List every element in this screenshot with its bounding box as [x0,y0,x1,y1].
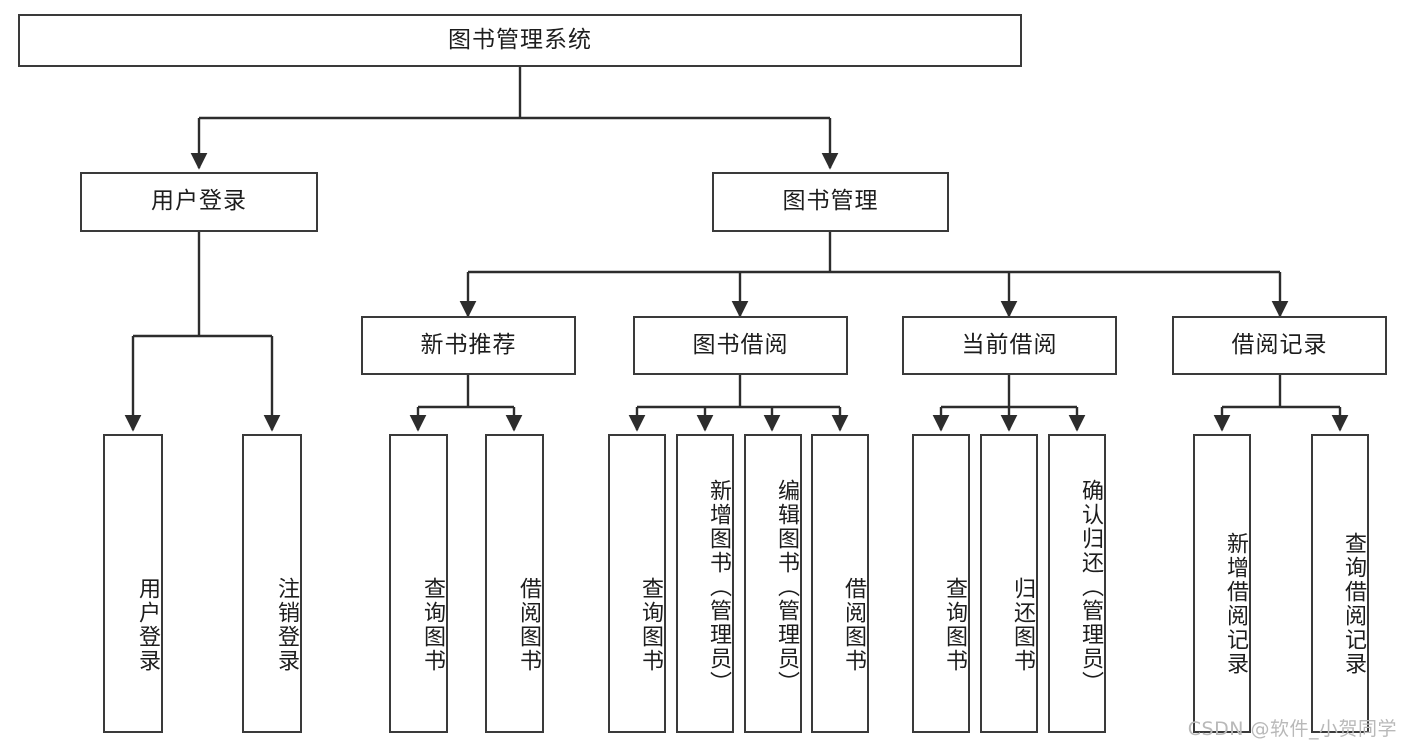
node-root-system-label: 图书管理系统 [448,26,592,53]
leaf-query-book-current[interactable]: 查询图书 [912,434,970,733]
node-current-borrow[interactable]: 当前借阅 [902,316,1117,375]
leaf-query-book-borrow-label: 查询图书 [638,576,663,673]
leaf-edit-book[interactable]: 编辑图书（管理员） [744,434,802,733]
leaf-borrow-book[interactable]: 借阅图书 [811,434,869,733]
node-current-borrow-label: 当前借阅 [961,331,1058,358]
node-book-manage-label: 图书管理 [782,188,879,215]
node-borrow-record[interactable]: 借阅记录 [1172,316,1387,375]
node-borrow-record-label: 借阅记录 [1231,331,1328,358]
node-user-login-label: 用户登录 [151,188,247,215]
leaf-return-book[interactable]: 归还图书 [980,434,1038,733]
leaf-borrow-book-label: 借阅图书 [841,576,866,673]
leaf-user-login-label: 用户登录 [135,576,160,673]
node-root-system[interactable]: 图书管理系统 [18,14,1022,67]
node-new-book-recommend-label: 新书推荐 [420,331,517,358]
leaf-return-book-label: 归还图书 [1010,576,1035,673]
leaf-add-borrow-record[interactable]: 新增借阅记录 [1193,434,1251,733]
leaf-user-login[interactable]: 用户登录 [103,434,163,733]
leaf-query-book-borrow[interactable]: 查询图书 [608,434,666,733]
node-book-borrow[interactable]: 图书借阅 [633,316,848,375]
leaf-query-book-current-label: 查询图书 [942,576,967,673]
leaf-query-book-recommend[interactable]: 查询图书 [389,434,448,733]
leaf-user-logout[interactable]: 注销登录 [242,434,302,733]
leaf-confirm-return-label: 确认归还（管理员） [1078,478,1103,695]
leaf-confirm-return[interactable]: 确认归还（管理员） [1048,434,1106,733]
leaf-query-book-recommend-label: 查询图书 [420,576,445,673]
leaf-borrow-book-recommend[interactable]: 借阅图书 [485,434,544,733]
node-new-book-recommend[interactable]: 新书推荐 [361,316,576,375]
leaf-query-borrow-record[interactable]: 查询借阅记录 [1311,434,1369,733]
leaf-edit-book-label: 编辑图书（管理员） [774,478,799,695]
csdn-watermark: CSDN @软件_小贺同学 [1187,718,1397,740]
leaf-add-book[interactable]: 新增图书（管理员） [676,434,734,733]
node-user-login[interactable]: 用户登录 [80,172,318,232]
leaf-add-book-label: 新增图书（管理员） [706,478,731,695]
node-book-manage[interactable]: 图书管理 [712,172,949,232]
leaf-add-borrow-record-label: 新增借阅记录 [1223,531,1248,676]
node-book-borrow-label: 图书借阅 [692,331,789,358]
leaf-query-borrow-record-label: 查询借阅记录 [1341,531,1366,676]
leaf-user-logout-label: 注销登录 [274,576,299,673]
leaf-borrow-book-recommend-label: 借阅图书 [516,576,541,673]
